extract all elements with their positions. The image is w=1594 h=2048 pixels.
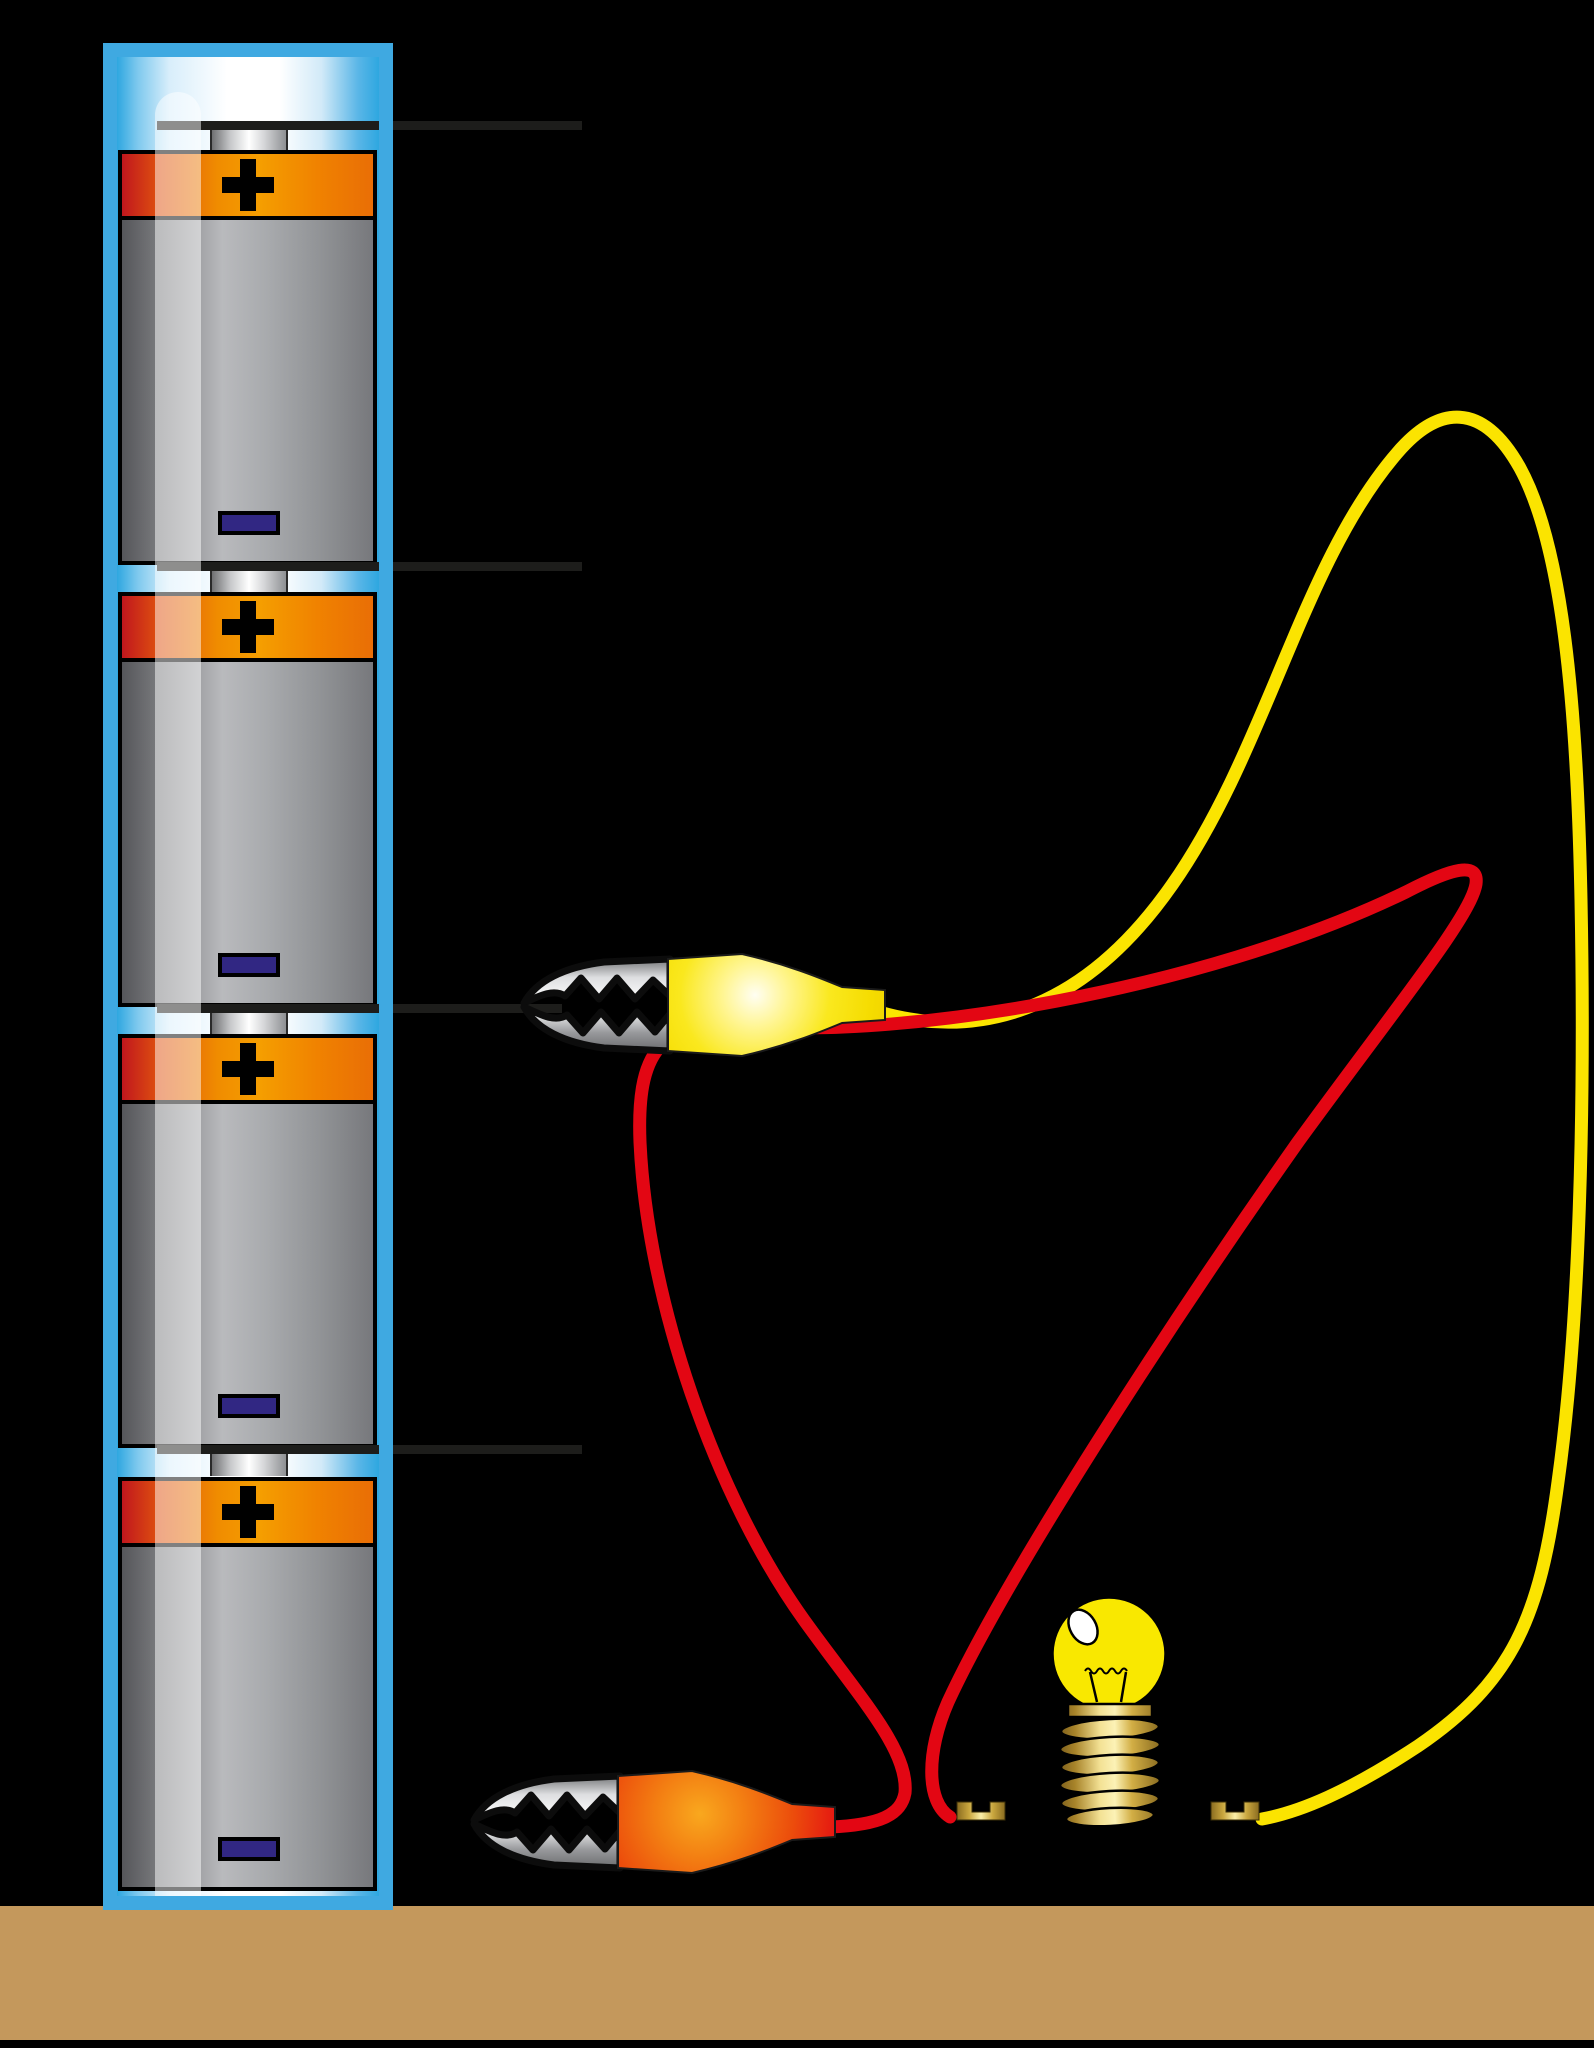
wooden-base xyxy=(0,1906,1594,2040)
callout-line-3 xyxy=(157,1445,582,1454)
plus-symbol xyxy=(221,1043,274,1095)
yellow-alligator-clip xyxy=(524,952,886,1058)
tube-shine-highlight xyxy=(155,92,201,1896)
bulb-collar xyxy=(1066,1702,1154,1719)
clip-jaws xyxy=(524,959,670,1051)
red-lead-wire xyxy=(633,863,1483,1834)
terminal-left xyxy=(956,1801,1006,1821)
bulb-filament-coil xyxy=(1084,1667,1128,1675)
minus-symbol xyxy=(218,1837,280,1861)
bulb-highlight xyxy=(1067,1608,1099,1646)
clip-boot xyxy=(667,952,886,1058)
minus-symbol xyxy=(218,953,280,977)
plus-symbol xyxy=(221,159,274,211)
plus-symbol xyxy=(221,601,274,653)
yellow-lead-wire xyxy=(848,410,1589,1826)
callout-line-1 xyxy=(157,121,582,130)
callout-line-2 xyxy=(157,562,582,571)
clip-boot xyxy=(617,1769,836,1875)
bulb-screw-base xyxy=(1058,1717,1162,1828)
bulb-filament xyxy=(1088,1671,1128,1703)
red-alligator-clip xyxy=(474,1769,836,1875)
minus-symbol xyxy=(218,1394,280,1418)
terminal-right xyxy=(1210,1801,1260,1821)
light-bulb xyxy=(1050,1595,1168,1828)
connection-rod xyxy=(157,1004,562,1013)
minus-symbol xyxy=(218,511,280,535)
plus-symbol xyxy=(221,1486,274,1538)
battery-tube xyxy=(103,43,393,1910)
clip-jaws xyxy=(474,1776,620,1868)
